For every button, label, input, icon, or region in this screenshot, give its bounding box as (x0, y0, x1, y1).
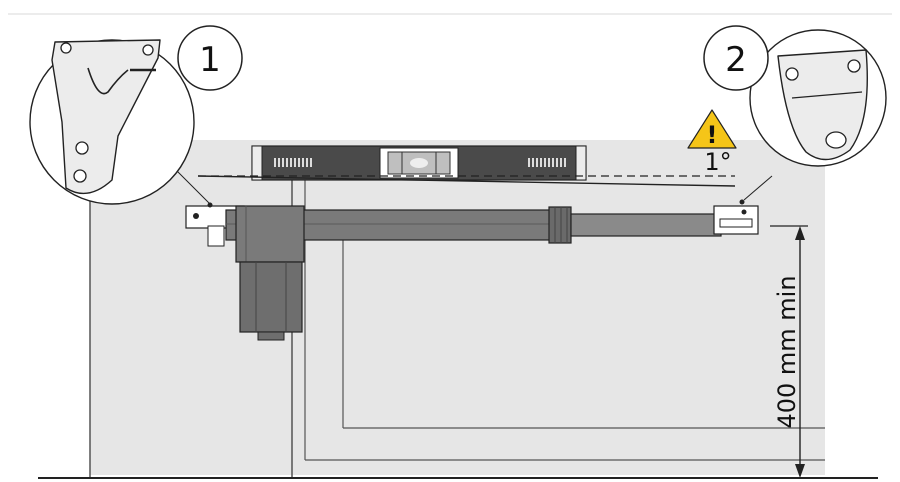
dimension-label: 400 mm min (773, 275, 801, 428)
tilt-reference-lines (197, 175, 736, 187)
linear-actuator (185, 205, 759, 341)
callout-2-badge (703, 25, 769, 91)
spirit-level (251, 145, 587, 181)
dimension-line (770, 225, 808, 478)
front-bracket-detail (29, 39, 195, 205)
callout-2-number: 2 (725, 40, 747, 80)
callout-1-badge (177, 25, 243, 91)
gate-panel (89, 140, 825, 478)
tilt-angle-label: 1° (704, 148, 731, 176)
warning-symbol: ! (707, 121, 718, 149)
callout-1-number: 1 (199, 40, 221, 80)
rear-bracket-detail (749, 29, 887, 167)
warning-triangle-icon (687, 109, 737, 149)
